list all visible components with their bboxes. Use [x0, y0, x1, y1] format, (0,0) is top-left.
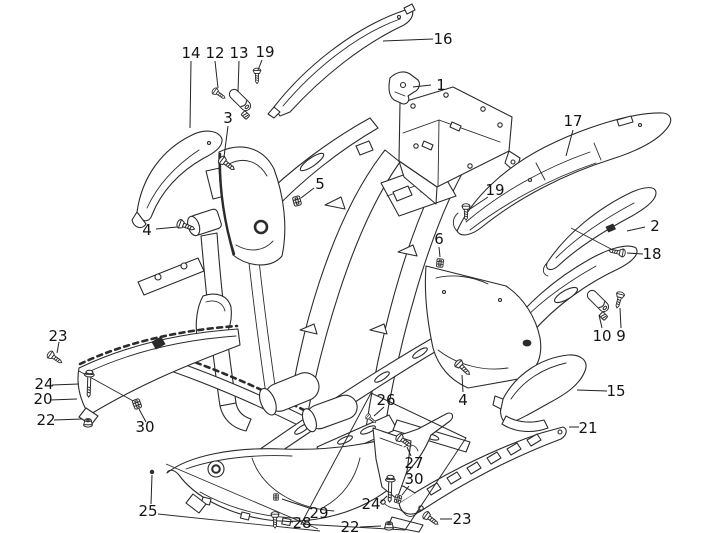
callout-label-25: 25	[138, 502, 157, 520]
fastener-screw-23-left-icon	[45, 349, 65, 367]
leader-line-10	[598, 314, 603, 329]
fastener-clip-30-left-icon	[131, 397, 143, 411]
leader-line-24	[379, 495, 388, 504]
leader-line-1	[412, 84, 432, 88]
leader-line-24	[51, 383, 80, 386]
fastener-clip-5-icon	[291, 195, 303, 207]
leader-line-28	[282, 520, 294, 523]
frame-left-bracket-rail	[137, 257, 205, 296]
fastener-screw-19-top-icon	[252, 67, 262, 85]
callout-label-28: 28	[292, 514, 311, 532]
callout-label-22: 22	[340, 518, 359, 533]
callout-label-1: 1	[436, 76, 446, 94]
leader-line-26	[373, 406, 385, 417]
callout-label-12: 12	[205, 44, 224, 62]
leader-line-17	[565, 129, 574, 157]
callout-label-15: 15	[606, 382, 625, 400]
leader-line-30	[401, 485, 410, 496]
part-14-left-side-cover	[131, 130, 223, 229]
leader-line-13	[237, 60, 240, 93]
leader-line-3	[223, 125, 229, 158]
leader-line-6	[438, 246, 441, 258]
callout-label-4: 4	[458, 391, 468, 409]
leader-line-19	[469, 196, 489, 210]
callout-label-24: 24	[361, 495, 380, 513]
callout-label-6: 6	[434, 230, 444, 248]
leader-line-29	[281, 498, 313, 510]
callout-label-22: 22	[36, 411, 55, 429]
callout-label-27: 27	[404, 454, 423, 472]
leader-line-22	[53, 418, 83, 421]
leader-line-2	[626, 226, 646, 232]
callout-label-23: 23	[48, 327, 67, 345]
leader-line-15	[576, 389, 608, 392]
callout-label-14: 14	[181, 44, 200, 62]
callout-label-17: 17	[563, 112, 582, 130]
leader-line-4	[461, 374, 464, 393]
callout-label-3: 3	[223, 109, 233, 127]
leader-line-9	[619, 307, 622, 329]
callout-label-21: 21	[578, 419, 597, 437]
leader-line-25	[150, 474, 153, 505]
group-wedge-line	[157, 513, 321, 532]
leader-line-18	[626, 252, 644, 255]
part-2-side-cover	[542, 187, 657, 277]
fastener-screw-23-right-icon	[421, 509, 441, 528]
callout-label-9: 9	[616, 327, 626, 345]
leader-line-22	[359, 525, 382, 528]
fastener-pill-10-icon	[581, 287, 615, 321]
part-20-left-sill-panel	[77, 324, 241, 426]
callout-label-24: 24	[34, 375, 53, 393]
callout-label-10: 10	[592, 327, 611, 345]
leader-line-12	[214, 60, 219, 89]
leader-line-30	[138, 408, 147, 423]
callout-label-29: 29	[309, 504, 328, 522]
fastener-clip-6-icon	[435, 258, 445, 268]
leader-line-19	[257, 59, 263, 71]
callout-label-4: 4	[142, 221, 152, 239]
callout-label-23: 23	[452, 510, 471, 528]
callout-label-19: 19	[485, 181, 504, 199]
detail-callout-box	[149, 392, 467, 531]
leader-line-14	[189, 60, 192, 129]
frame-left-seat-rail	[257, 117, 379, 213]
callout-label-18: 18	[642, 245, 661, 263]
center-duct-panel	[218, 146, 286, 266]
leader-line-16	[382, 38, 434, 42]
callout-label-5: 5	[315, 175, 325, 193]
frame-rear-rack	[398, 86, 521, 205]
fastener-nut-22-right-icon	[384, 521, 394, 531]
callout-label-13: 13	[229, 44, 248, 62]
part-1-bracket	[388, 71, 420, 105]
leader-line-27	[406, 446, 412, 457]
callout-label-30: 30	[135, 418, 154, 436]
part-16-spoiler-strip	[267, 3, 416, 119]
fastener-clip-29-icon	[273, 493, 279, 501]
right-inner-panel	[424, 265, 542, 389]
callout-label-16: 16	[433, 30, 452, 48]
callout-label-2: 2	[650, 217, 660, 235]
callout-label-19: 19	[255, 43, 274, 61]
fastener-screw-9-icon	[612, 290, 626, 310]
part-17-seat-side-cowl	[452, 112, 672, 236]
callout-label-30: 30	[404, 470, 423, 488]
leader-line-5	[300, 187, 315, 199]
callout-label-26: 26	[376, 391, 395, 409]
pointer-dot	[149, 469, 155, 475]
leader-line-20	[49, 398, 78, 401]
callout-label-20: 20	[33, 390, 52, 408]
callout-leader-lines	[49, 38, 646, 528]
group-wedge-line	[165, 463, 319, 530]
leader-line-23	[56, 341, 60, 354]
fastener-screw-12-icon	[210, 86, 228, 102]
fastener-nut-22-left-icon	[83, 418, 93, 428]
detail-box-outline	[300, 392, 467, 531]
part-15-rear-fairing-strip	[492, 354, 587, 433]
leader-line-4	[155, 226, 178, 230]
internal-line	[570, 227, 612, 250]
